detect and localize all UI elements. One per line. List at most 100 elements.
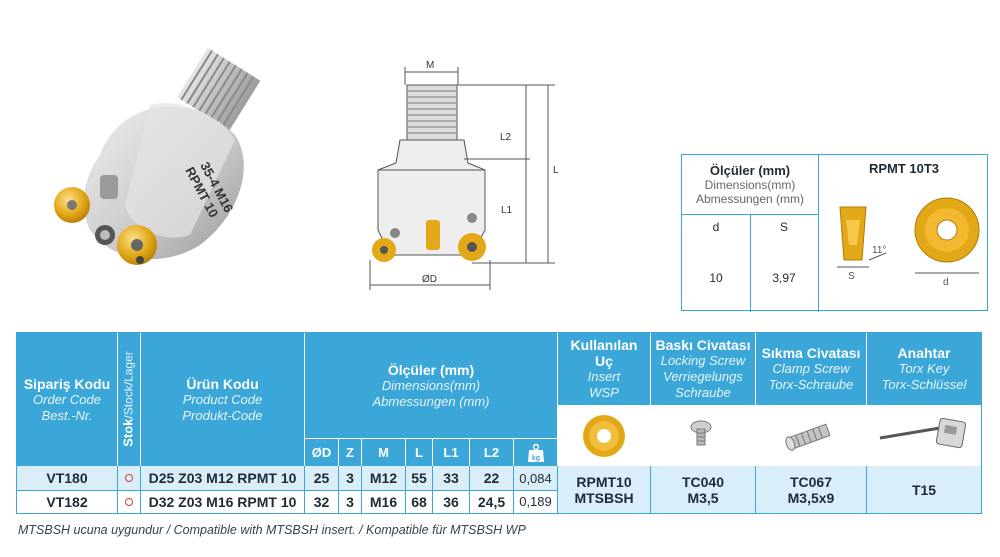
drawing-label-l: L bbox=[553, 165, 559, 176]
insert-diagram: S 11° d bbox=[837, 197, 980, 288]
dims-col-d: d bbox=[712, 220, 720, 234]
order-code-en: Order Code bbox=[33, 391, 101, 407]
clamp-screw-en: Clamp Screw bbox=[772, 361, 850, 376]
insert-value-2: MTSBSH bbox=[574, 489, 634, 506]
insert-de: WSP bbox=[589, 385, 619, 400]
locking-screw-value: TC040 M3,5 bbox=[651, 466, 755, 513]
drawing-label-m: M bbox=[426, 60, 434, 71]
locking-screw-tr: Baskı Civatası bbox=[655, 337, 751, 353]
order-code-tr: Sipariş Kodu bbox=[23, 375, 111, 392]
locking-screw-en: Locking Screw bbox=[660, 353, 746, 368]
header-clamp-screw: Sıkma Civatası Clamp Screw Torx-Schraube bbox=[756, 333, 866, 405]
header-insert: Kullanılan Uç Insert WSP bbox=[558, 333, 650, 405]
insert-tr2: Uç bbox=[595, 353, 613, 369]
torx-key-image bbox=[867, 405, 981, 466]
row1-l1: 33 bbox=[443, 470, 459, 486]
clamp-screw-image bbox=[756, 405, 866, 466]
row1-weight: 0,084 bbox=[519, 470, 552, 486]
dimensions-en: Dimensions(mm) bbox=[381, 377, 481, 393]
dims-val-d: 10 bbox=[709, 271, 723, 285]
header-dimensions: Ölçüler (mm) Dimensions(mm) Abmessungen … bbox=[305, 333, 557, 438]
product-code-en: Product Code bbox=[182, 391, 263, 407]
insert-name: RPMT 10T3 bbox=[868, 161, 940, 176]
torx-key-icon bbox=[879, 417, 967, 448]
fig-label-angle: 11° bbox=[872, 245, 886, 256]
product-code-tr: Ürün Kodu bbox=[186, 375, 259, 392]
locking-value-2: M3,5 bbox=[687, 489, 719, 506]
insert-image bbox=[558, 405, 650, 466]
header-order-code: Sipariş Kodu Order Code Best.-Nr. bbox=[17, 333, 117, 466]
insert-dimensions-box: Ölçüler (mm) Dimensions(mm) Abmessungen … bbox=[681, 154, 988, 312]
key-de: Torx-Schlüssel bbox=[881, 377, 967, 392]
header-product-code: Ürün Kodu Product Code Produkt-Code bbox=[141, 333, 304, 466]
insert-tr1: Kullanılan bbox=[570, 337, 638, 353]
row1-z: 3 bbox=[346, 470, 354, 486]
stock-tr: Stok bbox=[120, 418, 136, 447]
insert-icon bbox=[583, 414, 625, 457]
locking-screw-de1: Verriegelungs bbox=[663, 369, 743, 384]
row2-m: M16 bbox=[369, 493, 398, 510]
dimensions-de: Abmessungen (mm) bbox=[372, 393, 490, 409]
col-z: Z bbox=[346, 445, 354, 460]
row1-product-code: D25 Z03 M12 RPMT 10 bbox=[148, 470, 297, 486]
col-m: M bbox=[378, 445, 389, 460]
clamp-value-1: TC067 bbox=[789, 473, 833, 490]
drawing-label-l1: L1 bbox=[501, 205, 513, 216]
header-key: Anahtar Torx Key Torx-Schlüssel bbox=[867, 333, 981, 405]
weight-icon: kg bbox=[514, 439, 557, 466]
clamp-screw-tr: Sıkma Civatası bbox=[761, 345, 861, 361]
col-l: L bbox=[415, 445, 423, 460]
weight-icon-label: kg bbox=[531, 455, 539, 462]
row1-stock-indicator bbox=[118, 466, 140, 490]
locking-screw-image bbox=[651, 405, 755, 466]
stock-en: /Stock/Lager bbox=[121, 351, 136, 419]
dims-col-s: S bbox=[779, 220, 788, 234]
row2-z: 3 bbox=[346, 493, 354, 510]
fig-label-s: S bbox=[848, 271, 855, 282]
key-en: Torx Key bbox=[898, 361, 950, 376]
header-stock: Stok/Stock/Lager bbox=[118, 333, 140, 466]
col-l1: L1 bbox=[443, 445, 459, 460]
row2-order-code: VT182 bbox=[46, 493, 88, 510]
row2-od: 32 bbox=[313, 493, 330, 510]
row1-od: 25 bbox=[313, 470, 330, 486]
drawing-label-od: ØD bbox=[422, 274, 437, 285]
row1-l: 55 bbox=[411, 470, 427, 486]
footnote: MTSBSH ucuna uygundur / Compatible with … bbox=[18, 523, 526, 537]
insert-value-1: RPMT10 bbox=[576, 473, 632, 490]
milling-cutter-photo: 35-4 M16 RPMT 10 bbox=[54, 47, 261, 265]
row2-l2: 24,5 bbox=[477, 493, 506, 510]
key-tr: Anahtar bbox=[897, 345, 951, 361]
accessories-cell-bg bbox=[558, 466, 981, 513]
dims-title-de: Abmessungen (mm) bbox=[695, 192, 805, 206]
dimensions-tr: Ölçüler (mm) bbox=[387, 361, 475, 378]
product-table: Sipariş Kodu Order Code Best.-Nr. Stok/S… bbox=[16, 332, 982, 514]
clamp-screw-icon bbox=[785, 423, 831, 451]
clamp-value-2: M3,5x9 bbox=[787, 489, 835, 506]
locking-value-1: TC040 bbox=[681, 473, 725, 490]
table-row bbox=[17, 490, 557, 513]
row2-l1: 36 bbox=[443, 493, 459, 510]
insert-value: RPMT10 MTSBSH bbox=[558, 466, 650, 513]
row2-stock-indicator bbox=[118, 490, 140, 513]
clamp-screw-value: TC067 M3,5x9 bbox=[756, 466, 866, 513]
row2-product-code: D32 Z03 M16 RPMT 10 bbox=[148, 493, 297, 510]
key-value: T15 bbox=[911, 481, 937, 498]
technical-drawing: M L2 L L1 ØD bbox=[369, 60, 559, 290]
col-od: ØD bbox=[311, 445, 332, 460]
row2-weight: 0,189 bbox=[519, 494, 552, 509]
dims-header: Ölçüler (mm) Dimensions(mm) Abmessungen … bbox=[682, 155, 818, 214]
product-code-de: Produkt-Code bbox=[182, 407, 263, 423]
clamp-screw-de: Torx-Schraube bbox=[768, 377, 854, 392]
row2-l: 68 bbox=[411, 493, 427, 510]
insert-en: Insert bbox=[587, 369, 621, 384]
dims-val-s: 3,97 bbox=[772, 271, 796, 285]
table-row bbox=[17, 466, 557, 490]
fig-label-d: d bbox=[943, 277, 949, 288]
drawing-label-l2: L2 bbox=[500, 132, 512, 143]
dims-title-tr: Ölçüler (mm) bbox=[709, 163, 791, 178]
row1-l2: 22 bbox=[483, 470, 500, 486]
row1-m: M12 bbox=[369, 470, 398, 486]
header-locking-screw: Baskı Civatası Locking Screw Verriegelun… bbox=[651, 333, 755, 405]
locking-screw-icon bbox=[690, 420, 712, 445]
